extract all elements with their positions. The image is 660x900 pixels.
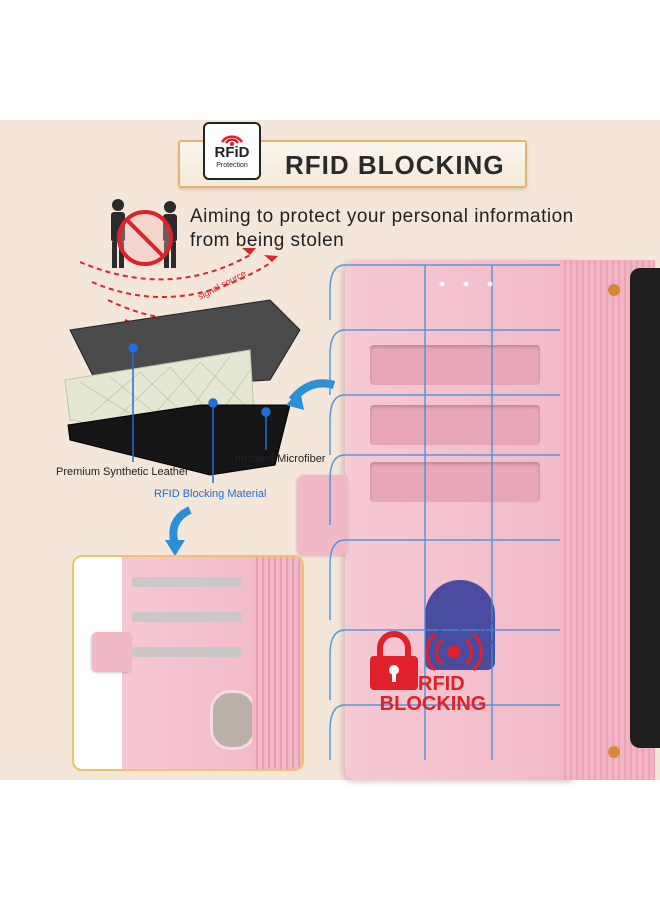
microfiber-layer (67, 404, 291, 476)
broadcast-signal-icon (425, 632, 483, 672)
banner-title: RFID BLOCKING (285, 150, 505, 180)
card-slot (370, 345, 540, 385)
card-window (210, 690, 256, 750)
phone-edge (630, 268, 660, 748)
padlock-icon (370, 631, 418, 690)
logo-text: RFiD (214, 144, 250, 161)
wallet-detail-view (72, 555, 304, 771)
wallet-spine (252, 557, 302, 769)
badge-line-1: RFID (418, 673, 465, 695)
wallet-strap (92, 632, 132, 672)
card-slot (132, 612, 242, 622)
wireless-signal-icon (220, 135, 244, 146)
card-slot (132, 577, 242, 587)
rfid-protection-logo: RFiD Protection (203, 122, 261, 180)
badge-line-2: BLOCKING (379, 693, 487, 715)
card-slot (370, 405, 540, 445)
logo-subtext: Protection (216, 162, 248, 169)
card-slot (370, 462, 540, 502)
rfid-blocking-badge: RFID BLOCKING (368, 630, 498, 720)
prohibited-icon (117, 210, 173, 266)
microfiber-label: Imitated Microfiber (235, 453, 326, 465)
tagline: Aiming to protect your personal informat… (190, 205, 574, 253)
leather-label: Premium Synthetic Leather (56, 466, 189, 478)
arrow-down-icon (165, 506, 192, 556)
card-slot (132, 647, 242, 657)
wallet-detail (122, 557, 302, 769)
blocking-material-label: RFID Blocking Material (154, 488, 267, 500)
tagline-line-1: Aiming to protect your personal informat… (190, 206, 574, 227)
badge-text: RFID BLOCKING (368, 674, 498, 714)
tagline-line-2: from being stolen (190, 230, 345, 251)
pointer-markers (128, 343, 271, 483)
